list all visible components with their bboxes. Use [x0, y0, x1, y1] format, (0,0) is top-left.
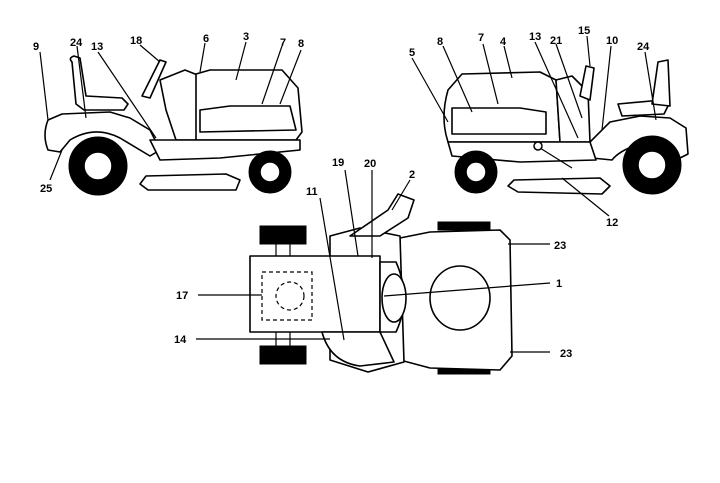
callout-13-left: 13: [91, 41, 103, 53]
callout-8-left: 8: [298, 38, 304, 50]
left-view-rear-wheel: [68, 136, 128, 196]
left-view-front-wheel: [248, 150, 292, 194]
left-view-seat: [69, 55, 129, 111]
callout-23-upper: 23: [554, 240, 566, 252]
callout-3: 3: [243, 31, 249, 43]
callout-23-lower: 23: [560, 348, 572, 360]
callout-12: 12: [606, 217, 618, 229]
callout-20: 20: [364, 158, 376, 170]
top-view-lower-arc: [321, 331, 395, 367]
callout-25: 25: [40, 183, 52, 195]
right-view-mower-deck: [507, 177, 611, 195]
top-view-rear-wheel-lower: [259, 345, 307, 365]
left-view-dash: [159, 69, 201, 141]
callout-6: 6: [203, 33, 209, 45]
callout-4: 4: [500, 36, 507, 48]
left-view-leader-lines: [39, 41, 302, 181]
callout-21: 21: [550, 35, 562, 47]
top-view-leader-lines: [196, 169, 551, 353]
top-view-rear-wheel-upper: [259, 225, 307, 245]
top-view-discharge-chute: [349, 193, 415, 237]
top-view-hood-oval: [429, 265, 491, 331]
right-view-rear-wheel: [622, 135, 682, 195]
callout-15: 15: [578, 25, 590, 37]
callout-13-right: 13: [529, 31, 541, 43]
left-view-steering-wheel: [141, 59, 167, 99]
callout-24-right: 24: [637, 41, 650, 53]
left-view-hood-panel: [199, 105, 297, 133]
top-view-rear-body: [249, 255, 381, 333]
callout-10: 10: [606, 35, 618, 47]
top-view-steering-wheel: [381, 273, 407, 323]
top-view-front-wheel-upper: [437, 221, 491, 231]
callout-18: 18: [130, 35, 142, 47]
right-view-seat-back: [651, 59, 671, 107]
callout-11: 11: [306, 186, 318, 198]
callout-8-right: 8: [437, 36, 443, 48]
tractor-right-side-view: [411, 35, 689, 217]
right-view-lift-lever: [533, 141, 573, 169]
callout-7-right: 7: [478, 32, 484, 44]
callout-14: 14: [174, 334, 187, 346]
left-view-mower-deck: [139, 173, 241, 191]
callout-1: 1: [556, 278, 562, 290]
top-view-dashed-circle: [275, 281, 305, 311]
callout-5: 5: [409, 47, 415, 59]
callout-9: 9: [33, 41, 39, 53]
callout-17: 17: [176, 290, 188, 302]
right-view-steering-wheel: [579, 65, 595, 101]
tractor-top-view: [196, 169, 551, 375]
right-view-front-wheel: [454, 150, 498, 194]
callout-7-left: 7: [280, 37, 286, 49]
top-view-dashed-box: [261, 271, 313, 321]
right-view-hood-panel: [451, 107, 547, 135]
tractor-left-side-view: [39, 41, 303, 196]
callout-19: 19: [332, 157, 344, 169]
callout-labels: 9 24 13 18 6 3 7 8 25 5 8 7 4 13 21 15 1…: [33, 25, 650, 360]
callout-24-left: 24: [70, 37, 83, 49]
right-view-leader-lines: [411, 35, 657, 217]
callout-2: 2: [409, 169, 415, 181]
